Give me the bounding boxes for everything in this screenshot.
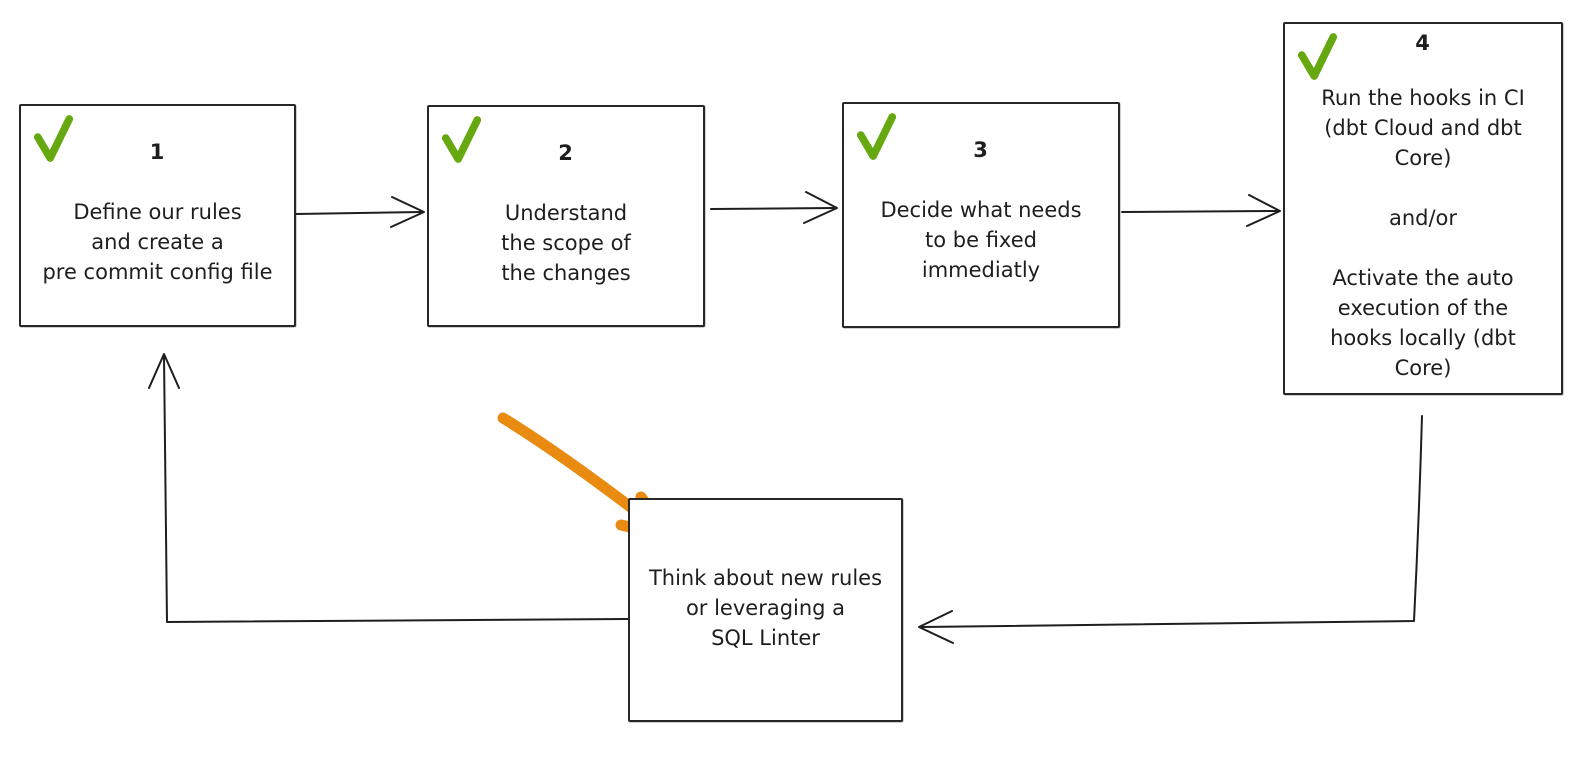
check-icon [856, 113, 897, 160]
step-text: Decide what needs to be fixed immediatly [880, 198, 1082, 282]
check-icon [441, 116, 482, 163]
node-loop-box[interactable]: Think about new rules or leveraging a SQ… [628, 498, 903, 722]
node-step-2[interactable]: 2 Understand the scope of the changes [427, 105, 705, 327]
check-icon [1297, 33, 1338, 80]
arrow-step4-to-loopbox[interactable] [918, 415, 1423, 644]
arrow-step3-to-step4[interactable] [1121, 194, 1281, 227]
node-step-1[interactable]: 1 Define our rules and create a pre comm… [19, 104, 296, 327]
arrow-step1-to-step2[interactable] [295, 196, 425, 228]
step-text: Run the hooks in CI (dbt Cloud and dbt C… [1321, 86, 1525, 380]
node-step-4[interactable]: 4 Run the hooks in CI (dbt Cloud and dbt… [1283, 22, 1563, 395]
step-number: 3 [973, 138, 989, 162]
arrow-loopbox-to-step1[interactable] [148, 353, 629, 623]
node-step-3[interactable]: 3 Decide what needs to be fixed immediat… [842, 102, 1120, 328]
step-number: 2 [558, 141, 574, 165]
step-text: Think about new rules or leveraging a SQ… [648, 566, 883, 650]
step-text: Understand the scope of the changes [501, 201, 631, 285]
step-number: 4 [1415, 31, 1431, 55]
check-icon [33, 115, 74, 162]
step-text: Define our rules and create a pre commit… [42, 200, 273, 284]
arrow-step2-to-step3[interactable] [710, 191, 838, 224]
step-number: 1 [149, 140, 166, 164]
